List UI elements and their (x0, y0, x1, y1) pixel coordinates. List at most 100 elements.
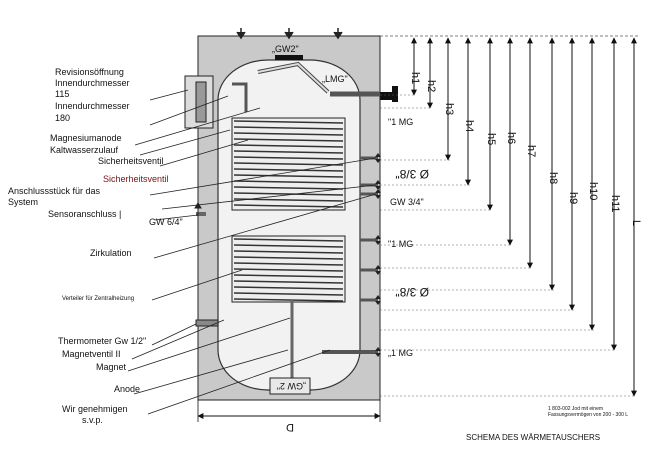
lmg-nipple (380, 92, 398, 100)
dim-label: h5 (485, 133, 497, 145)
coil-winding (233, 180, 344, 184)
sensor-port-left (196, 212, 206, 216)
fit-d38-1: Ø 3/8" (395, 167, 429, 181)
tank (184, 28, 398, 401)
label-safety-valve: Sicherheitsventil (98, 156, 164, 166)
label-safety-valve2: Sicherheitsventil (103, 174, 169, 184)
coil-winding (233, 292, 344, 296)
coil-winding (233, 168, 344, 172)
coil-winding (233, 256, 344, 260)
label-connector1: Anschlussstück für das (8, 186, 101, 196)
label-connector2: System (8, 197, 38, 207)
coil-winding (233, 244, 344, 248)
top-arrow-left (236, 28, 246, 40)
coil-winding (233, 150, 344, 154)
coil-winding (233, 138, 344, 142)
fit-lmg: „LMG" (322, 74, 348, 84)
dim-label: h2 (425, 80, 437, 92)
coil-winding (233, 286, 344, 290)
coil-winding (233, 132, 344, 136)
label-magnetventil: Magnetventil II (62, 349, 121, 359)
top-arrow-mid (284, 28, 294, 40)
label-inner-diam: Innendurchmesser (55, 78, 130, 88)
coil-winding (233, 192, 344, 196)
side-pipe-arrow (375, 347, 381, 357)
leader-lines (127, 89, 377, 415)
side-fittings (194, 153, 381, 357)
schema-title: SCHEMA DES WÄRMETAUSCHERS (466, 433, 600, 442)
dim-label: h10 (587, 182, 599, 200)
left-labels: Revisionsöffnung Innendurchmesser 115 In… (8, 67, 377, 425)
diameter-dimension: D (197, 400, 381, 433)
label-zirkulation: Zirkulation (90, 248, 132, 258)
dim-label: h3 (443, 103, 455, 115)
label-180: 180 (55, 113, 70, 123)
bottom-gw2-box (269, 377, 311, 395)
label-inner-diam2: Innendurchmesser (55, 101, 130, 111)
fit-gw34: GW 3/4" (390, 197, 424, 207)
label-thermometer: Thermometer Gw 1/2" (58, 336, 146, 346)
side-pipe-arrow (375, 265, 381, 275)
dim-label: h8 (547, 172, 559, 184)
upper-coil (231, 117, 346, 211)
thermometer-port (195, 319, 219, 327)
label-magnet: Magnet (96, 362, 127, 372)
dim-label: h9 (567, 192, 579, 204)
coil-winding (233, 198, 344, 202)
coil-winding (233, 186, 344, 190)
tank-inner (217, 59, 361, 391)
coil-winding (233, 262, 344, 266)
label-anode: Anode (114, 384, 140, 394)
diameter-label: D (286, 421, 294, 433)
side-pipe-arrow (375, 180, 381, 190)
fit-mg1: "1 MG (388, 117, 413, 127)
side-pipe-arrow (375, 295, 381, 305)
coil-winding (233, 144, 344, 148)
top-arrow-right (333, 28, 343, 40)
label-gw64: GW 6/4" (149, 217, 183, 227)
top-fitting (275, 55, 303, 60)
dim-label: L (630, 220, 642, 226)
label-mg-anode: Magnesiumanode (50, 133, 122, 143)
note-line2: Fassungsvermögen von 200 - 300 L (548, 412, 628, 418)
label-cold-water: Kaltwasserzulauf (50, 145, 119, 155)
fit-gw2-bottom: „GW 2" (277, 381, 306, 391)
coil-winding (233, 174, 344, 178)
label-115: 115 (55, 89, 69, 99)
label-revision: Revisionsöffnung (55, 67, 124, 77)
coil-winding (233, 280, 344, 284)
label-sensor: Sensoranschluss | (48, 209, 121, 219)
anode-rod-top-inner (257, 62, 329, 93)
fit-mg2: "1 MG (388, 239, 413, 249)
coil-winding (233, 274, 344, 278)
label-approve1: Wir genehmigen (62, 404, 128, 414)
coil-winding (233, 268, 344, 272)
side-pipe-arrow (375, 235, 381, 245)
label-approve2: s.v.p. (82, 415, 103, 425)
dim-label: h1 (409, 72, 421, 84)
note-line1: 1 803-002 Jod mit einem (548, 406, 603, 412)
dim-label: h4 (463, 120, 475, 132)
side-pipe-arrow (375, 189, 381, 199)
lmg-valve (392, 86, 398, 102)
revision-flange (195, 81, 207, 123)
dim-label: h7 (525, 145, 537, 157)
side-pipe-arrow (375, 153, 381, 163)
dim-label: h6 (505, 132, 517, 144)
coil-winding (233, 126, 344, 130)
fit-mg3: „1 MG (388, 348, 413, 358)
coil-winding (233, 204, 344, 208)
fit-d38-2: Ø 3/8" (395, 285, 429, 299)
coil-winding (233, 162, 344, 166)
hot-water-pipe (232, 82, 248, 112)
fit-gw2-top: „GW2" (272, 44, 299, 54)
lower-coil (231, 235, 346, 303)
coil-winding (233, 156, 344, 160)
label-verteiler: Verteiler für Zentralheizung (62, 296, 134, 302)
coil-winding (233, 120, 344, 124)
fitting-labels: „GW2" „LMG" "1 MG Ø 3/8" GW 3/4" "1 MG Ø… (272, 44, 429, 391)
dim-label: h11 (609, 195, 621, 213)
coil-winding (233, 250, 344, 254)
